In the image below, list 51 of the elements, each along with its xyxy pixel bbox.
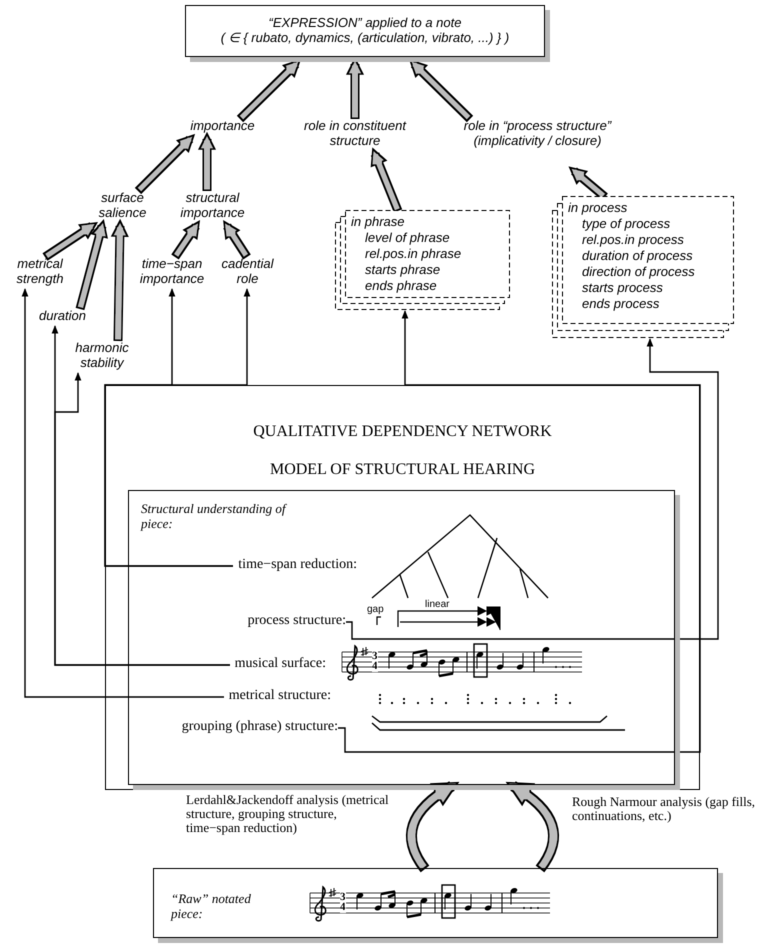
node-label: grouping (phrase) structure: bbox=[172, 719, 338, 737]
hollow-arrow bbox=[42, 222, 98, 261]
box-heading: “EXPRESSION” applied to a note bbox=[268, 15, 462, 30]
hollow-arrow bbox=[198, 132, 216, 191]
annotation-label: linear bbox=[424, 600, 450, 610]
hollow-arrow bbox=[110, 218, 129, 342]
node-label: musical surface: bbox=[230, 656, 326, 674]
connector-arrow bbox=[346, 338, 719, 640]
node-label: harmonic stability bbox=[62, 340, 142, 372]
hollow-arrow bbox=[370, 147, 402, 213]
time-signature-digit: 4 bbox=[340, 902, 346, 913]
hollow-arrow bbox=[223, 220, 251, 260]
list-item: ends process bbox=[581, 296, 660, 312]
list-item: level of phrase bbox=[364, 230, 451, 246]
box-text: ( ∈ { rubato, dynamics, (articulation, vibrato, ...) } ) bbox=[220, 30, 510, 45]
edge-label: Rough Narmour analysis (gap fills, continuations, etc.) bbox=[572, 795, 756, 823]
list-item: duration of process bbox=[581, 248, 694, 264]
node-label: process structure: bbox=[236, 613, 346, 631]
list-heading: in process bbox=[568, 200, 628, 216]
list-item: ends phrase bbox=[364, 278, 438, 294]
list-item: type of process bbox=[581, 216, 672, 232]
edge-label: Lerdahl&Jackendoff analysis (metrical structure, grouping structure, time−span reduction) bbox=[186, 793, 390, 835]
node-label: structural importance bbox=[165, 190, 260, 222]
list-item: starts process bbox=[581, 280, 664, 296]
node-label: role in “process structure” (implicativity / closure) bbox=[455, 118, 620, 166]
hollow-arrow bbox=[171, 220, 200, 260]
box-heading: Structural understanding of piece: bbox=[141, 501, 288, 531]
node-label: time−span importance bbox=[132, 256, 212, 288]
hollow-arrow bbox=[76, 219, 108, 310]
list-item: direction of process bbox=[581, 264, 695, 280]
time-signature-digit: 4 bbox=[372, 661, 378, 672]
list-heading: in phrase bbox=[351, 214, 406, 230]
node-label: metrical structure: bbox=[224, 688, 331, 706]
node-label: role in constituent structure bbox=[295, 118, 415, 150]
hollow-arrow bbox=[134, 134, 196, 194]
network-box bbox=[105, 385, 700, 790]
node-label: importance bbox=[175, 118, 270, 135]
connector-arrow bbox=[22, 288, 224, 698]
annotation-label: gap bbox=[366, 605, 385, 615]
node-label: metrical strength bbox=[0, 256, 80, 288]
box-title: QUALITATIVE DEPENDENCY NETWORK bbox=[252, 424, 553, 440]
node-label: time−span reduction: bbox=[233, 557, 357, 575]
node-label: duration bbox=[35, 308, 90, 325]
box-title: MODEL OF STRUCTURAL HEARING bbox=[268, 462, 536, 478]
list-item: rel.pos.in process bbox=[581, 232, 685, 248]
list-item: rel.pos.in phrase bbox=[364, 246, 462, 262]
box-heading: “Raw” notated piece: bbox=[171, 891, 252, 921]
node-label: cadential role bbox=[215, 256, 280, 288]
node-label: surface salience bbox=[85, 190, 160, 222]
connector-arrow bbox=[338, 310, 701, 753]
list-item: starts phrase bbox=[364, 262, 442, 278]
